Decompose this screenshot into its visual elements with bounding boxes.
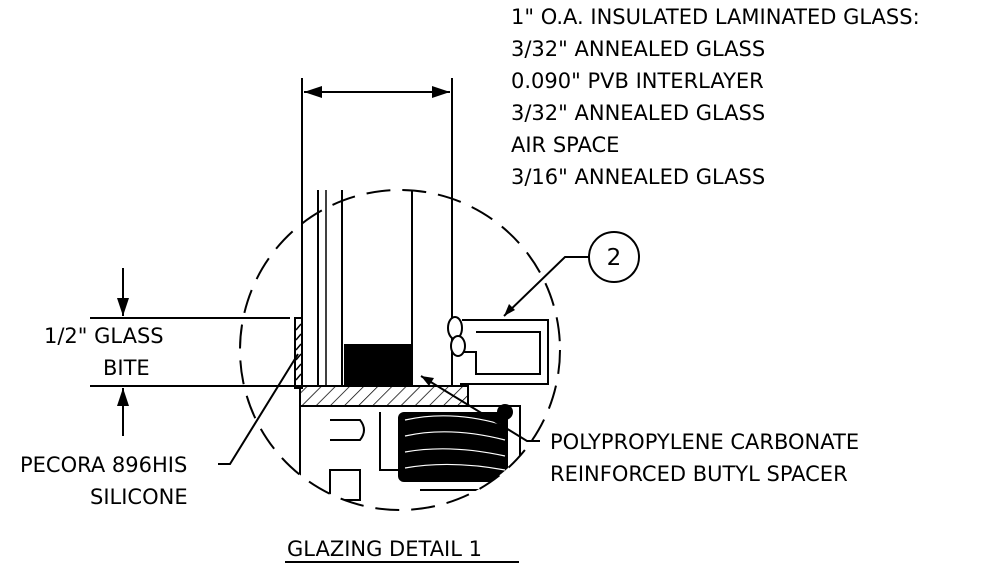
glazing-stop: [447, 316, 549, 385]
sealant-leader: [218, 353, 299, 465]
detail-circle: [239, 189, 561, 511]
frame-extrusion: [299, 404, 521, 510]
spec-line-6: 3/16" ANNEALED GLASS: [511, 165, 765, 189]
callout-number: 2: [607, 245, 622, 271]
sealant-label: PECORA 896HIS SILICONE: [20, 453, 188, 509]
glass-bite-line-2: BITE: [103, 356, 150, 380]
spacer-leader: [420, 375, 540, 442]
glass-bite-line-1: 1/2" GLASS: [44, 324, 164, 348]
spec-line-3: 0.090" PVB INTERLAYER: [511, 69, 764, 93]
spec-line-5: AIR SPACE: [511, 133, 619, 157]
spacer-label: POLYPROPYLENE CARBONATE REINFORCED BUTYL…: [550, 430, 859, 486]
glass-spec-note: 1" O.A. INSULATED LAMINATED GLASS: 3/32"…: [511, 5, 920, 189]
spacer-line-2: REINFORCED BUTYL SPACER: [550, 462, 848, 486]
sealant-line-1: PECORA 896HIS: [20, 453, 187, 477]
detail-title: GLAZING DETAIL 1: [287, 537, 482, 561]
spacer-line-1: POLYPROPYLENE CARBONATE: [550, 430, 859, 454]
glass-bite-label: 1/2" GLASS BITE: [44, 324, 164, 380]
spec-line-2: 3/32" ANNEALED GLASS: [511, 37, 765, 61]
butyl-spacer-block: [344, 344, 412, 386]
thickness-dimension: [301, 78, 453, 200]
silicone-sealant: [294, 317, 303, 389]
glass-bite-dimension: [90, 268, 300, 436]
callout-2[interactable]: 2: [503, 231, 640, 317]
spec-line-4: 3/32" ANNEALED GLASS: [511, 101, 765, 125]
sealant-line-2: SILICONE: [90, 485, 188, 509]
spec-line-1: 1" O.A. INSULATED LAMINATED GLASS:: [511, 5, 920, 29]
